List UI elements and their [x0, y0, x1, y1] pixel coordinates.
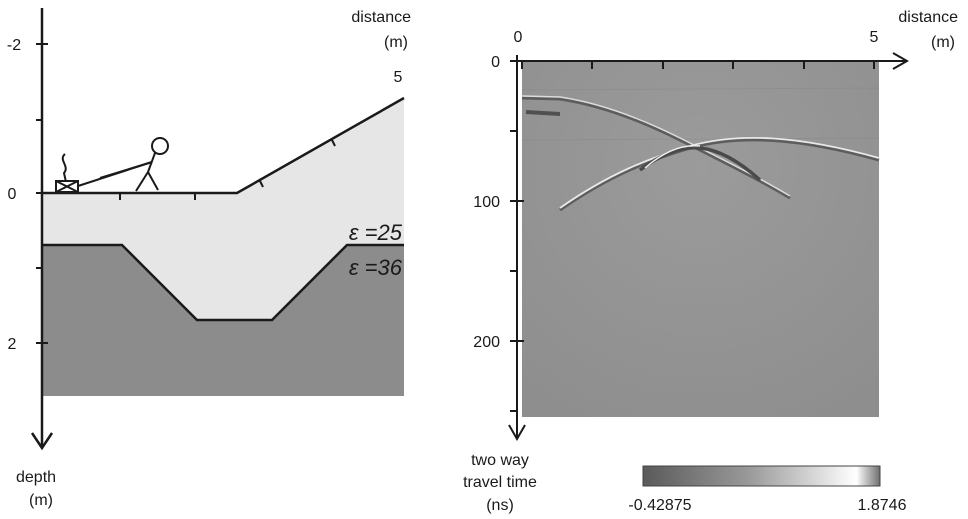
rg-y-axis-arrow [508, 424, 526, 442]
radargram-image [522, 61, 879, 417]
rg-time-unit: (ns) [486, 497, 514, 514]
colorbar-min-label: -0.42875 [628, 497, 691, 514]
left-y-tick-0: 0 [8, 186, 17, 203]
upper-layer [42, 98, 404, 320]
depth-unit: (m) [29, 492, 53, 509]
rg-y-tick-0: 0 [491, 54, 500, 71]
rg-y-tick-200: 200 [473, 334, 500, 351]
rg-distance-unit: (m) [931, 34, 955, 51]
radargram-reflections [521, 95, 880, 212]
rg-time-label-2: travel time [463, 474, 537, 491]
colorbar [642, 465, 881, 487]
colorbar-max-label: 1.8746 [858, 497, 907, 514]
surface-ticks [119, 139, 336, 200]
rg-y-tick-100: 100 [473, 194, 500, 211]
radargram-panel: distance (m) 0 5 0 100 200 two way trave… [463, 9, 958, 514]
rg-distance-label: distance [898, 9, 958, 26]
left-distance-label: distance [351, 9, 411, 26]
rg-time-label-1: two way [471, 452, 529, 469]
rg-x-ticks [521, 61, 875, 69]
depth-axis-arrow [30, 432, 54, 451]
layer-boundary-line [42, 243, 404, 322]
operator-figure [77, 137, 169, 192]
depth-label: depth [16, 469, 56, 486]
left-y-tick-neg2: -2 [7, 37, 21, 54]
ground-surface-line [42, 96, 405, 195]
rg-y-ticks [510, 60, 524, 412]
upper-layer-permittivity: ε =25 [349, 220, 403, 245]
lower-layer-permittivity: ε =36 [349, 255, 403, 280]
left-y-tick-2: 2 [8, 336, 17, 353]
rg-x-tick-0: 0 [514, 29, 523, 46]
left-x-tick-5: 5 [394, 69, 403, 86]
left-model-panel: distance (m) 5 -2 0 2 ε =25 ε =36 depth … [7, 8, 411, 509]
depth-axis-ticks [36, 43, 48, 344]
antenna-icon [55, 153, 79, 193]
rg-x-axis-arrow [892, 52, 910, 70]
rg-x-tick-5: 5 [870, 29, 879, 46]
left-distance-unit: (m) [384, 34, 408, 51]
